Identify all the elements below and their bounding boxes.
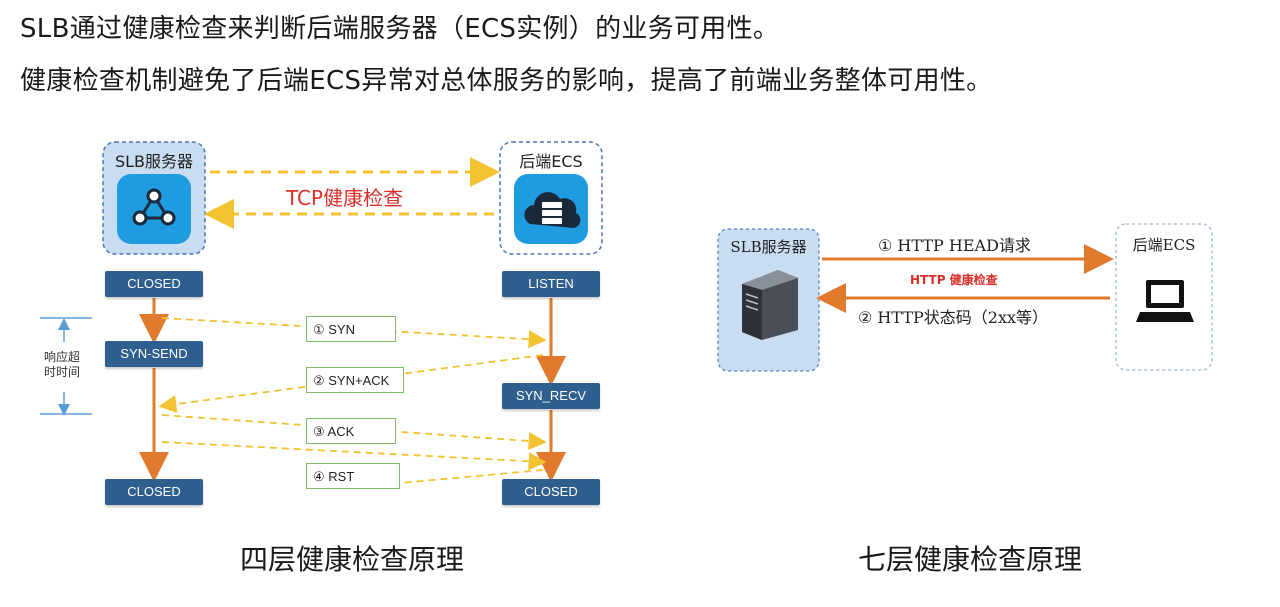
tcp-check-label: TCP健康检查 (286, 186, 404, 210)
http-check-label: HTTP 健康检查 (910, 273, 998, 287)
right-state-syn-recv: SYN_RECV (502, 383, 600, 409)
msg-ack: ③ ACK (306, 418, 396, 444)
cloud-server-icon (524, 192, 581, 228)
computer-monitor-icon (1136, 280, 1194, 322)
msg-syn-ack: ② SYN+ACK (306, 367, 404, 393)
left-state-syn-send: SYN-SEND (105, 341, 203, 367)
rst-arrow (161, 441, 547, 471)
right-state-closed: CLOSED (502, 479, 600, 505)
ack-arrow (161, 414, 547, 450)
msg-syn: ① SYN (306, 316, 396, 342)
slb-label-l4: SLB服务器 (114, 152, 194, 171)
ecs-label-l4: 后端ECS (519, 152, 583, 171)
http-response-label: ② HTTP状态码（2xx等） (858, 308, 1049, 327)
left-state-closed-1: CLOSED (105, 271, 203, 297)
msg-rst: ④ RST (306, 463, 400, 489)
timeout-bracket (40, 317, 92, 416)
ecs-label-l7: 后端ECS (1132, 236, 1196, 254)
timeout-label: 响应超 时时间 (44, 350, 80, 380)
right-state-listen: LISTEN (502, 271, 600, 297)
timeout-label-line-1: 响应超 (44, 350, 81, 364)
http-request-label: ① HTTP HEAD请求 (878, 236, 1031, 255)
left-state-closed-2: CLOSED (105, 479, 203, 505)
timeout-label-line-2: 时时间 (44, 365, 81, 379)
headline-line-2: 健康检查机制避免了后端ECS异常对总体服务的影响，提高了前端业务整体可用性。 (20, 66, 993, 96)
load-balancer-icon (132, 188, 176, 226)
caption-layer4: 四层健康检查原理 (240, 543, 465, 576)
syn-arrow (161, 317, 547, 349)
caption-layer7: 七层健康检查原理 (858, 543, 1083, 576)
server-tower-icon (742, 270, 798, 340)
headline-line-1: SLB通过健康检查来判断后端服务器（ECS实例）的业务可用性。 (20, 14, 780, 44)
slb-label-l7: SLB服务器 (730, 238, 807, 256)
